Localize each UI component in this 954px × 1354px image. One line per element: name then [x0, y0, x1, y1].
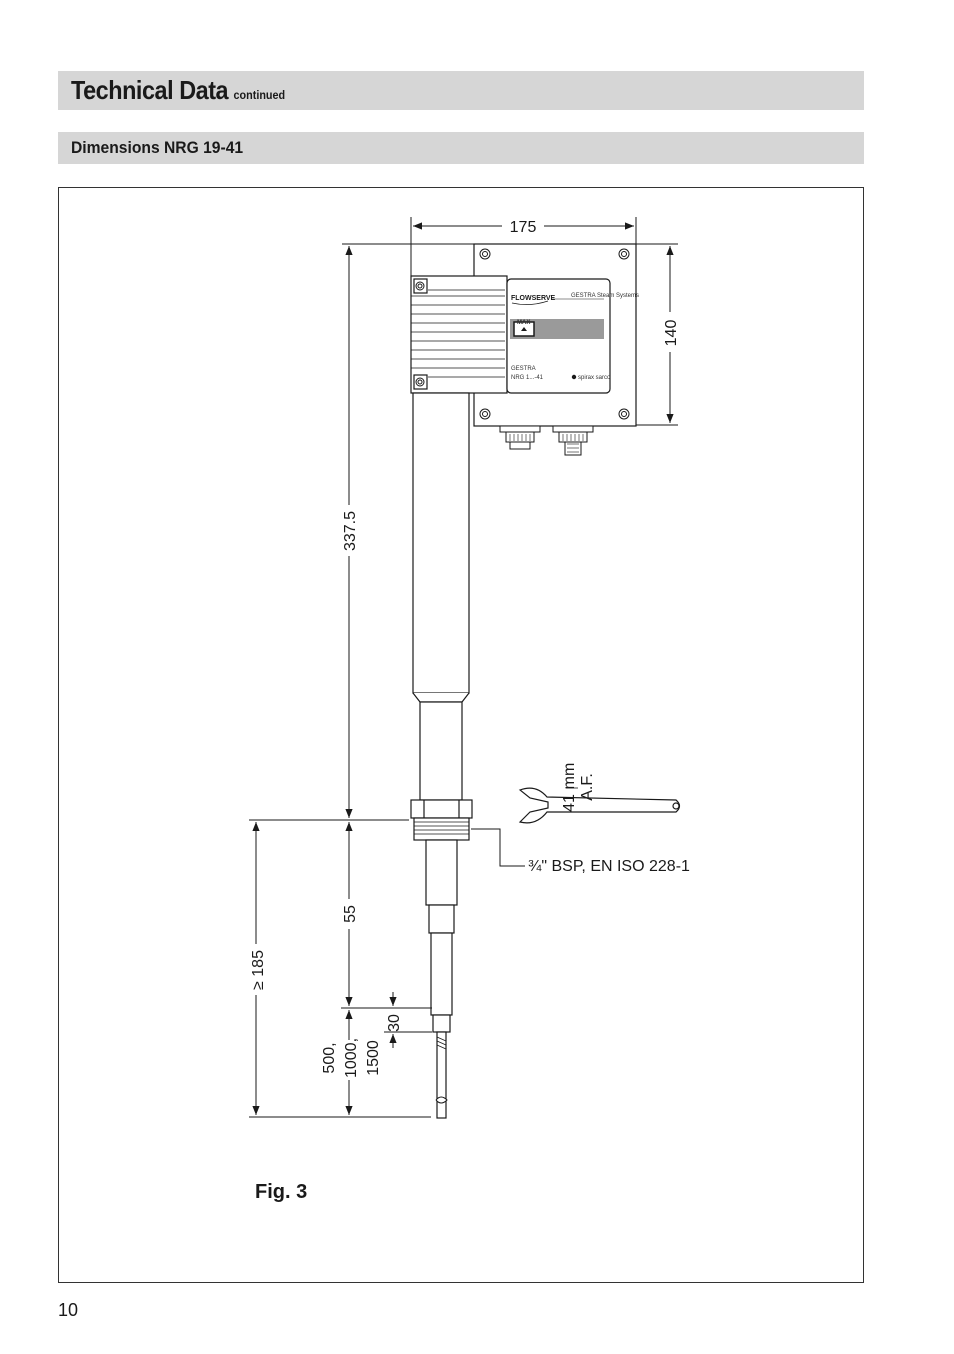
dim-55-label: 55	[342, 905, 359, 923]
min-length-label: ≥ 185	[250, 950, 267, 990]
brand-logo: FLOWSERVE	[511, 295, 556, 302]
section-bar: Dimensions NRG 19-41	[58, 132, 864, 164]
electrode-body	[410, 392, 473, 1119]
product-model: NRG 1...-41	[511, 375, 544, 381]
spirax-logo: spirax sarco	[578, 375, 611, 381]
front-panel: FLOWSERVE GESTRA Steam Systems MAX GESTR…	[510, 293, 639, 381]
length-label: 337.5	[342, 511, 359, 551]
width-label: 175	[510, 219, 537, 236]
thread-label: ¾" BSP, EN ISO 228-1	[528, 858, 690, 875]
length-option-1500: 1500	[365, 1040, 382, 1076]
wrench-af: A.F.	[579, 773, 596, 801]
break-mark	[435, 1096, 448, 1104]
wrench-size: 41	[561, 794, 578, 812]
thread-leader	[471, 828, 525, 867]
title-continued: continued	[233, 88, 286, 102]
length-option-1000: 1000,	[343, 1038, 360, 1078]
product-name: GESTRA	[511, 366, 536, 372]
section-title: Dimensions NRG 19-41	[71, 138, 244, 157]
figure-caption: Fig. 3	[255, 1181, 307, 1203]
width-dimension	[410, 217, 637, 276]
height-label: 140	[663, 320, 680, 347]
height-dimension	[636, 243, 678, 426]
dim-30-label: 30	[386, 1014, 403, 1032]
wrench-unit: mm	[561, 763, 578, 790]
cable-glands	[499, 425, 594, 456]
wrench	[518, 787, 681, 824]
page-number: 10	[58, 1300, 79, 1320]
max-label: MAX	[517, 320, 530, 326]
lower-dimensions	[249, 819, 432, 1118]
length-dimension	[342, 243, 474, 818]
brand-subtitle: GESTRA Steam Systems	[571, 293, 639, 299]
figure-frame	[58, 187, 864, 1283]
housing-screws	[415, 248, 630, 420]
length-option-500: 500,	[321, 1042, 338, 1073]
